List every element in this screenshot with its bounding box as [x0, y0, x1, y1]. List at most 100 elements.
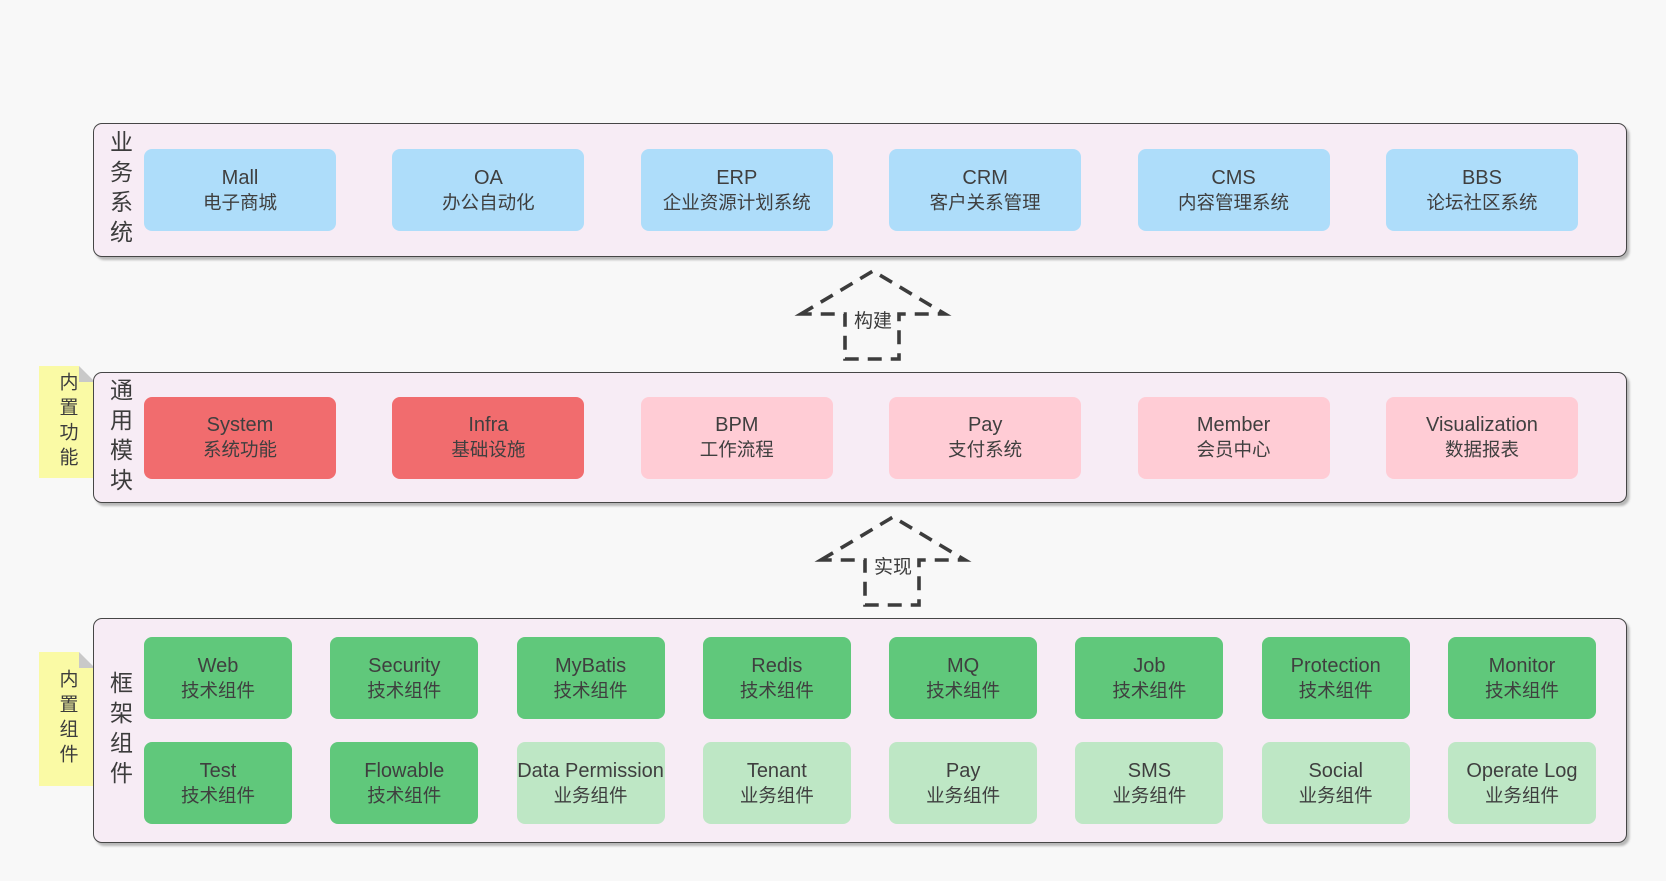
sticky-note-text: 内置功能 [56, 372, 78, 472]
box-title: Web [197, 654, 239, 677]
arrow-label: 实现 [868, 552, 918, 581]
layer-label-column: 框架组件 [94, 619, 144, 842]
layer-label-column: 业务系统 [94, 124, 144, 256]
box-title: CRM [962, 166, 1008, 189]
box-title: OA [473, 166, 503, 189]
box-subtitle: 技术组件 [367, 784, 442, 806]
box-mall: Mall 电子商城 [144, 149, 336, 231]
sticky-note-builtin-features: 内置功能 [39, 366, 95, 478]
box-pay-business: Pay 业务组件 [889, 742, 1038, 824]
box-subtitle: 技术组件 [1484, 679, 1559, 701]
box-title: MQ [947, 654, 980, 677]
box-cms: CMS 内容管理系统 [1137, 149, 1330, 231]
box-subtitle: 工作流程 [699, 439, 774, 461]
box-infra: Infra 基础设施 [392, 396, 585, 479]
arrow-build: 构建 [793, 266, 953, 364]
block-arrow-up-icon [814, 514, 972, 607]
box-title: Protection [1290, 654, 1381, 677]
box-security: Security 技术组件 [330, 637, 479, 719]
box-crm: CRM 客户关系管理 [889, 149, 1082, 231]
box-bpm: BPM 工作流程 [640, 396, 833, 479]
box-subtitle: 技术组件 [1298, 679, 1373, 701]
box-data-permission: Data Permission 业务组件 [516, 742, 665, 824]
box-oa: OA 办公自动化 [392, 149, 585, 231]
box-mybatis: MyBatis 技术组件 [516, 637, 665, 719]
box-subtitle: 电子商城 [202, 191, 277, 213]
box-title: ERP [716, 166, 758, 189]
box-title: Test [199, 759, 237, 782]
sticky-note-text: 内置组件 [56, 669, 78, 769]
box-title: CMS [1211, 166, 1256, 189]
box-title: Operate Log [1466, 759, 1578, 782]
box-social: Social 业务组件 [1261, 742, 1410, 824]
box-job: Job 技术组件 [1075, 637, 1224, 719]
box-subtitle: 客户关系管理 [929, 191, 1041, 213]
box-monitor: Monitor 技术组件 [1447, 637, 1596, 719]
box-subtitle: 技术组件 [553, 679, 628, 701]
box-subtitle: 技术组件 [1112, 679, 1187, 701]
box-subtitle: 业务组件 [1298, 784, 1373, 806]
sticky-note-builtin-components: 内置组件 [39, 652, 95, 786]
box-title: Flowable [364, 759, 445, 782]
layer-boxes: Web 技术组件 Security 技术组件 MyBatis 技术组件 Redi… [144, 619, 1626, 842]
box-title: Job [1133, 654, 1166, 677]
layer-business-systems: 业务系统 Mall 电子商城 OA 办公自动化 ERP 企业资源计划系统 CRM… [93, 123, 1627, 257]
layer-label: 通用模块 [106, 377, 133, 498]
box-test: Test 技术组件 [144, 742, 292, 824]
box-title: BPM [715, 414, 759, 437]
box-title: System [206, 414, 274, 437]
box-subtitle: 业务组件 [926, 784, 1001, 806]
box-pay-system: Pay 支付系统 [889, 396, 1082, 479]
box-title: Mall [221, 166, 259, 189]
layer-boxes: System 系统功能 Infra 基础设施 BPM 工作流程 Pay 支付系统… [144, 373, 1626, 502]
arrow-label: 构建 [848, 306, 898, 335]
layer-common-modules: 通用模块 System 系统功能 Infra 基础设施 BPM 工作流程 Pay… [93, 372, 1627, 503]
box-title: Infra [468, 414, 509, 437]
box-title: Pay [945, 759, 981, 782]
box-visualization: Visualization 数据报表 [1385, 396, 1578, 479]
box-title: Social [1308, 759, 1363, 782]
box-subtitle: 办公自动化 [442, 191, 535, 213]
box-operate-log: Operate Log 业务组件 [1447, 742, 1596, 824]
box-protection: Protection 技术组件 [1261, 637, 1410, 719]
box-title: Visualization [1425, 414, 1538, 437]
box-subtitle: 技术组件 [739, 679, 814, 701]
box-mq: MQ 技术组件 [889, 637, 1038, 719]
box-subtitle: 支付系统 [948, 439, 1023, 461]
box-system: System 系统功能 [144, 396, 336, 479]
box-redis: Redis 技术组件 [702, 637, 851, 719]
box-subtitle: 技术组件 [180, 679, 255, 701]
box-title: Redis [751, 654, 803, 677]
layer-boxes: Mall 电子商城 OA 办公自动化 ERP 企业资源计划系统 CRM 客户关系… [144, 124, 1626, 256]
layer-label-column: 通用模块 [94, 373, 144, 502]
box-subtitle: 技术组件 [367, 679, 442, 701]
layer-label: 框架组件 [106, 670, 133, 791]
box-flowable: Flowable 技术组件 [330, 742, 479, 824]
box-bbs: BBS 论坛社区系统 [1385, 149, 1578, 231]
arrow-implement: 实现 [813, 512, 973, 610]
box-title: Tenant [746, 759, 807, 782]
box-member: Member 会员中心 [1137, 396, 1330, 479]
box-title: SMS [1127, 759, 1172, 782]
box-subtitle: 技术组件 [926, 679, 1001, 701]
box-subtitle: 内容管理系统 [1178, 191, 1290, 213]
box-subtitle: 业务组件 [739, 784, 814, 806]
layer-label: 业务系统 [106, 130, 133, 250]
box-subtitle: 论坛社区系统 [1426, 191, 1538, 213]
box-title: MyBatis [555, 654, 627, 677]
box-subtitle: 业务组件 [1112, 784, 1187, 806]
box-title: Monitor [1488, 654, 1556, 677]
box-subtitle: 业务组件 [1484, 784, 1559, 806]
box-title: Data Permission [517, 759, 664, 782]
box-title: Security [368, 654, 441, 677]
box-erp: ERP 企业资源计划系统 [640, 149, 833, 231]
box-subtitle: 基础设施 [451, 439, 526, 461]
box-title: BBS [1461, 166, 1502, 189]
layer-framework-components: 框架组件 Web 技术组件 Security 技术组件 MyBatis 技术组件… [93, 618, 1627, 843]
box-web: Web 技术组件 [144, 637, 292, 719]
box-title: Member [1196, 414, 1271, 437]
box-subtitle: 业务组件 [553, 784, 628, 806]
box-subtitle: 数据报表 [1444, 439, 1519, 461]
box-subtitle: 企业资源计划系统 [662, 191, 811, 213]
